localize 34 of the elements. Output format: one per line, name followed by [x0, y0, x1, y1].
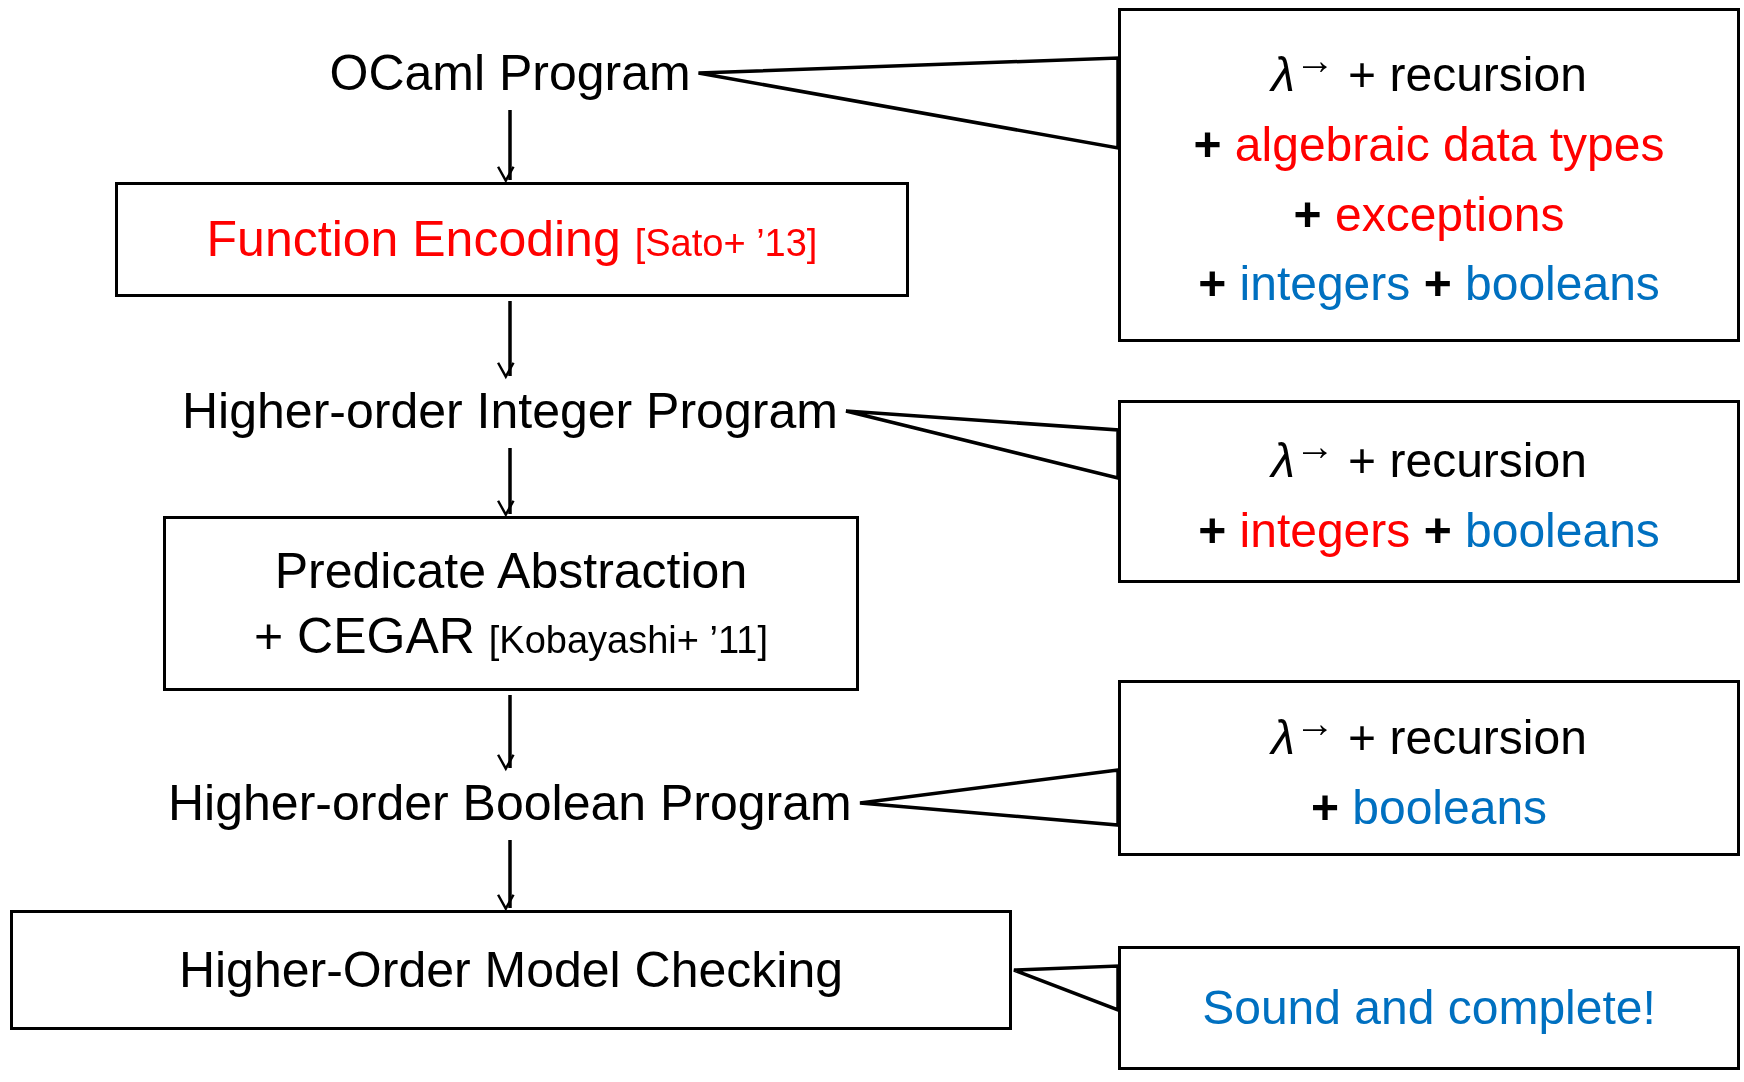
- arrow: [497, 110, 515, 182]
- stage-label: Higher-order Integer Program: [176, 378, 844, 444]
- callout-box: [1118, 680, 1740, 856]
- citation: [Kobayashi+ ’11]: [488, 618, 768, 661]
- process-box: [163, 516, 859, 691]
- callout-text: + algebraic data types: [1193, 116, 1665, 173]
- arrow: [497, 301, 515, 378]
- callout-text: Sound and complete!: [1202, 980, 1656, 1037]
- callout-text: λ$^{→}$ + recursion: [1271, 37, 1587, 104]
- box-label: Function Encoding: [206, 211, 621, 267]
- box-label: + CEGAR: [254, 607, 475, 664]
- stage-label: OCaml Program: [323, 40, 697, 106]
- callout-text: + booleans: [1310, 779, 1548, 836]
- process-box: [10, 910, 1012, 1030]
- callout-pointer: [1012, 964, 1120, 1013]
- callout-text: + integers + booleans: [1198, 503, 1660, 559]
- process-box: [115, 182, 909, 297]
- callout-pointer: [696, 56, 1120, 151]
- box-label: Predicate Abstraction: [274, 542, 748, 599]
- callout-text: λ$^{→}$ + recursion: [1271, 699, 1587, 766]
- callout-pointer: [858, 768, 1120, 827]
- arrow: [497, 695, 515, 770]
- citation: [Sato+ ’13]: [634, 222, 818, 264]
- arrow: [497, 448, 515, 516]
- callout-box: [1118, 400, 1740, 583]
- callout-box: [1118, 8, 1740, 342]
- callout-box: [1118, 946, 1740, 1070]
- stage-label: Higher-order Boolean Program: [162, 770, 858, 836]
- callout-text: λ$^{→}$ + recursion: [1271, 423, 1587, 490]
- callout-pointer: [844, 409, 1120, 481]
- box-label: Higher-Order Model Checking: [178, 941, 844, 998]
- callout-text: + integers + booleans: [1198, 256, 1660, 313]
- callout-text: + exceptions: [1293, 186, 1565, 243]
- arrow: [497, 840, 515, 910]
